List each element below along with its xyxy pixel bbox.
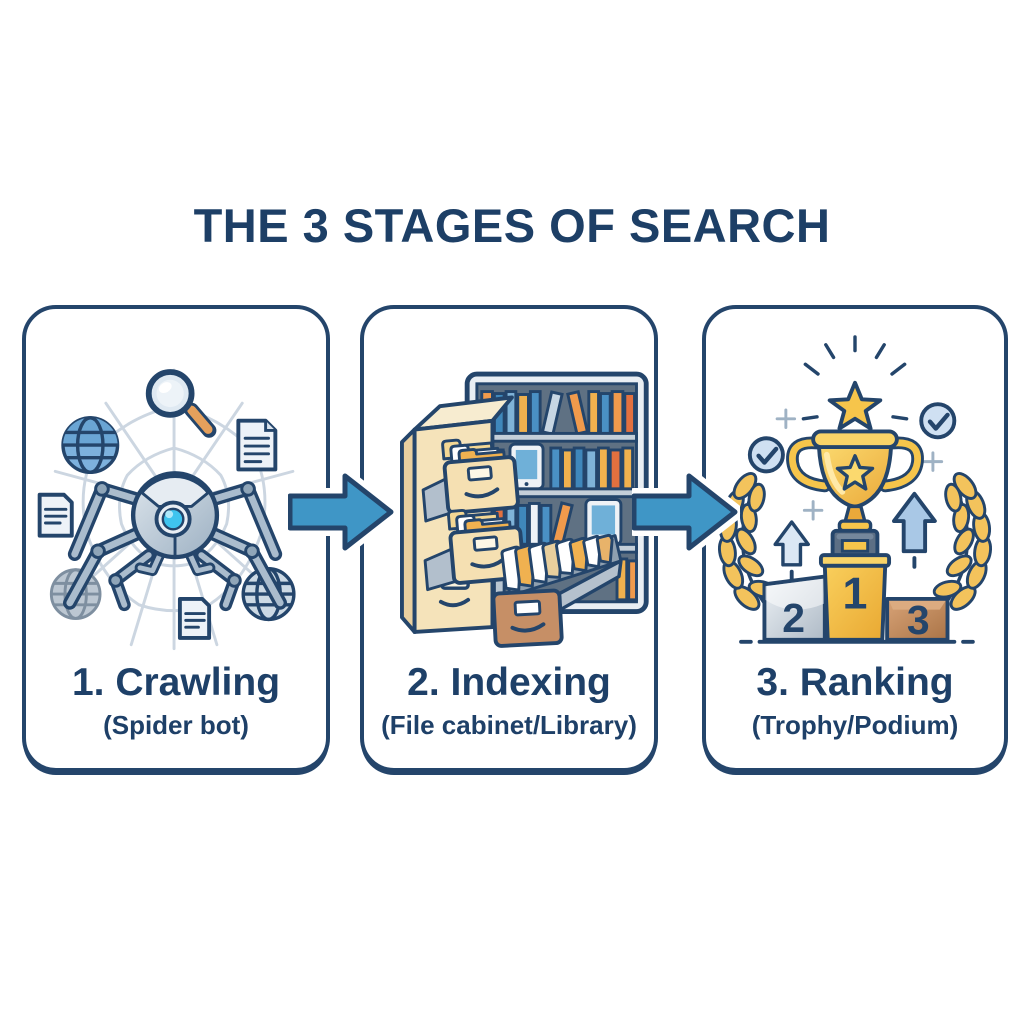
file-cabinet-icon	[400, 395, 526, 634]
up-arrow-icon	[892, 491, 937, 569]
stage-label-crawling: 1. Crawling	[71, 661, 281, 704]
spider-bot-on-web-icon	[37, 368, 296, 651]
document-icon	[236, 418, 278, 472]
flow-arrow-crawling-to-indexing	[288, 468, 396, 556]
stage-panel-crawling: 1. Crawling (Spider bot)	[22, 305, 330, 772]
magnifier-icon	[145, 369, 217, 438]
laurel-branch-icon	[717, 472, 778, 611]
document-icon	[177, 597, 212, 640]
sparkle-plus-icon	[775, 408, 944, 521]
indexing-illustration	[364, 309, 654, 661]
star-rays	[801, 335, 909, 421]
open-drawer	[423, 508, 526, 592]
stage-subtitle-ranking: (Trophy/Podium)	[751, 709, 959, 740]
page-title: THE 3 STAGES OF SEARCH	[193, 199, 831, 252]
trophy-icon	[786, 429, 924, 560]
podium-block-first: 1	[818, 553, 892, 642]
globe-icon	[61, 416, 120, 475]
stage-panel-indexing: 2. Indexing (File cabinet/Library)	[360, 305, 658, 772]
star-icon	[827, 380, 883, 431]
card-file-drawer-icon	[491, 533, 623, 648]
check-icon	[747, 436, 785, 474]
file-cabinet-library-icon	[400, 371, 649, 648]
ranking-illustration: 2 3 1	[706, 309, 1004, 661]
up-arrow-icon	[773, 520, 810, 582]
svg-text:1: 1	[843, 569, 868, 619]
crawling-illustration	[26, 309, 326, 661]
stage-label-ranking: 3. Ranking	[756, 661, 954, 704]
check-icon	[919, 402, 957, 440]
stage-subtitle-crawling: (Spider bot)	[103, 709, 249, 740]
podium-block-second: 2	[762, 574, 827, 642]
stage-subtitle-indexing: (File cabinet/Library)	[381, 709, 637, 740]
podium-icon: 2 3 1	[739, 553, 975, 644]
stage-panel-ranking: 2 3 1	[702, 305, 1008, 772]
spider-bot-icon	[63, 471, 288, 612]
svg-text:3: 3	[907, 597, 930, 643]
trophy-podium-icon: 2 3 1	[717, 335, 995, 644]
document-icon	[37, 492, 74, 538]
stage-label-indexing: 2. Indexing	[407, 661, 611, 704]
open-drawer	[421, 438, 520, 523]
flow-arrow-indexing-to-ranking	[632, 468, 740, 556]
svg-text:2: 2	[782, 595, 805, 641]
podium-block-third: 3	[885, 596, 950, 643]
